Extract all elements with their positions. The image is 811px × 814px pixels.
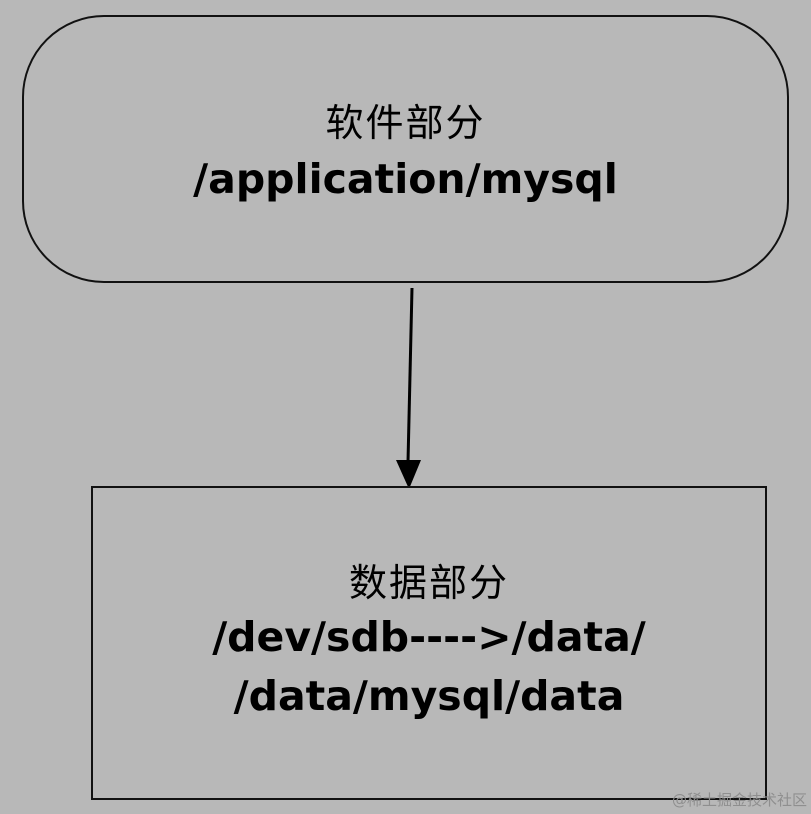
data-node-path-line1: /dev/sdb---->/data/ (212, 613, 646, 661)
software-node-title: 软件部分 (325, 101, 486, 145)
software-node-path: /application/mysql (193, 155, 618, 203)
data-node-path-line2: /data/mysql/data (233, 672, 625, 720)
connector-arrowhead (396, 460, 421, 489)
data-node: 数据部分 /dev/sdb---->/data/ /data/mysql/dat… (91, 486, 767, 800)
software-node: 软件部分 /application/mysql (22, 15, 789, 283)
watermark: @稀土掘金技术社区 (671, 791, 807, 809)
data-node-title: 数据部分 (348, 561, 509, 605)
connector-line (406, 287, 414, 463)
